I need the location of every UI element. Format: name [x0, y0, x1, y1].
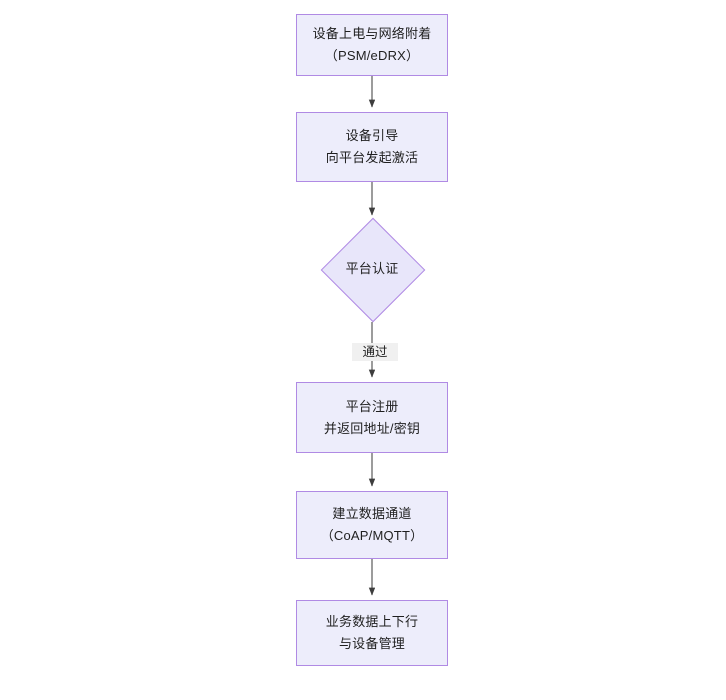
edge-label-pass: 通过: [352, 343, 398, 361]
node-device-power-on[interactable]: 设备上电与网络附着 （PSM/eDRX）: [296, 14, 448, 76]
node-label: 业务数据上下行 与设备管理: [325, 614, 419, 651]
node-label: 设备上电与网络附着 （PSM/eDRX）: [312, 26, 432, 63]
node-label: 建立数据通道 （CoAP/MQTT）: [320, 506, 424, 543]
node-establish-data-channel[interactable]: 建立数据通道 （CoAP/MQTT）: [296, 491, 448, 559]
edge-label-text: 通过: [362, 345, 388, 359]
node-device-bootstrap[interactable]: 设备引导 向平台发起激活: [296, 112, 448, 182]
node-platform-authentication[interactable]: 平台认证: [317, 216, 427, 323]
node-business-data-and-device-management[interactable]: 业务数据上下行 与设备管理: [296, 600, 448, 666]
node-platform-registration[interactable]: 平台注册 并返回地址/密钥: [296, 382, 448, 453]
node-label: 平台注册 并返回地址/密钥: [323, 398, 421, 436]
node-label: 设备引导 向平台发起激活: [325, 128, 419, 165]
node-label: 平台认证: [345, 261, 399, 276]
